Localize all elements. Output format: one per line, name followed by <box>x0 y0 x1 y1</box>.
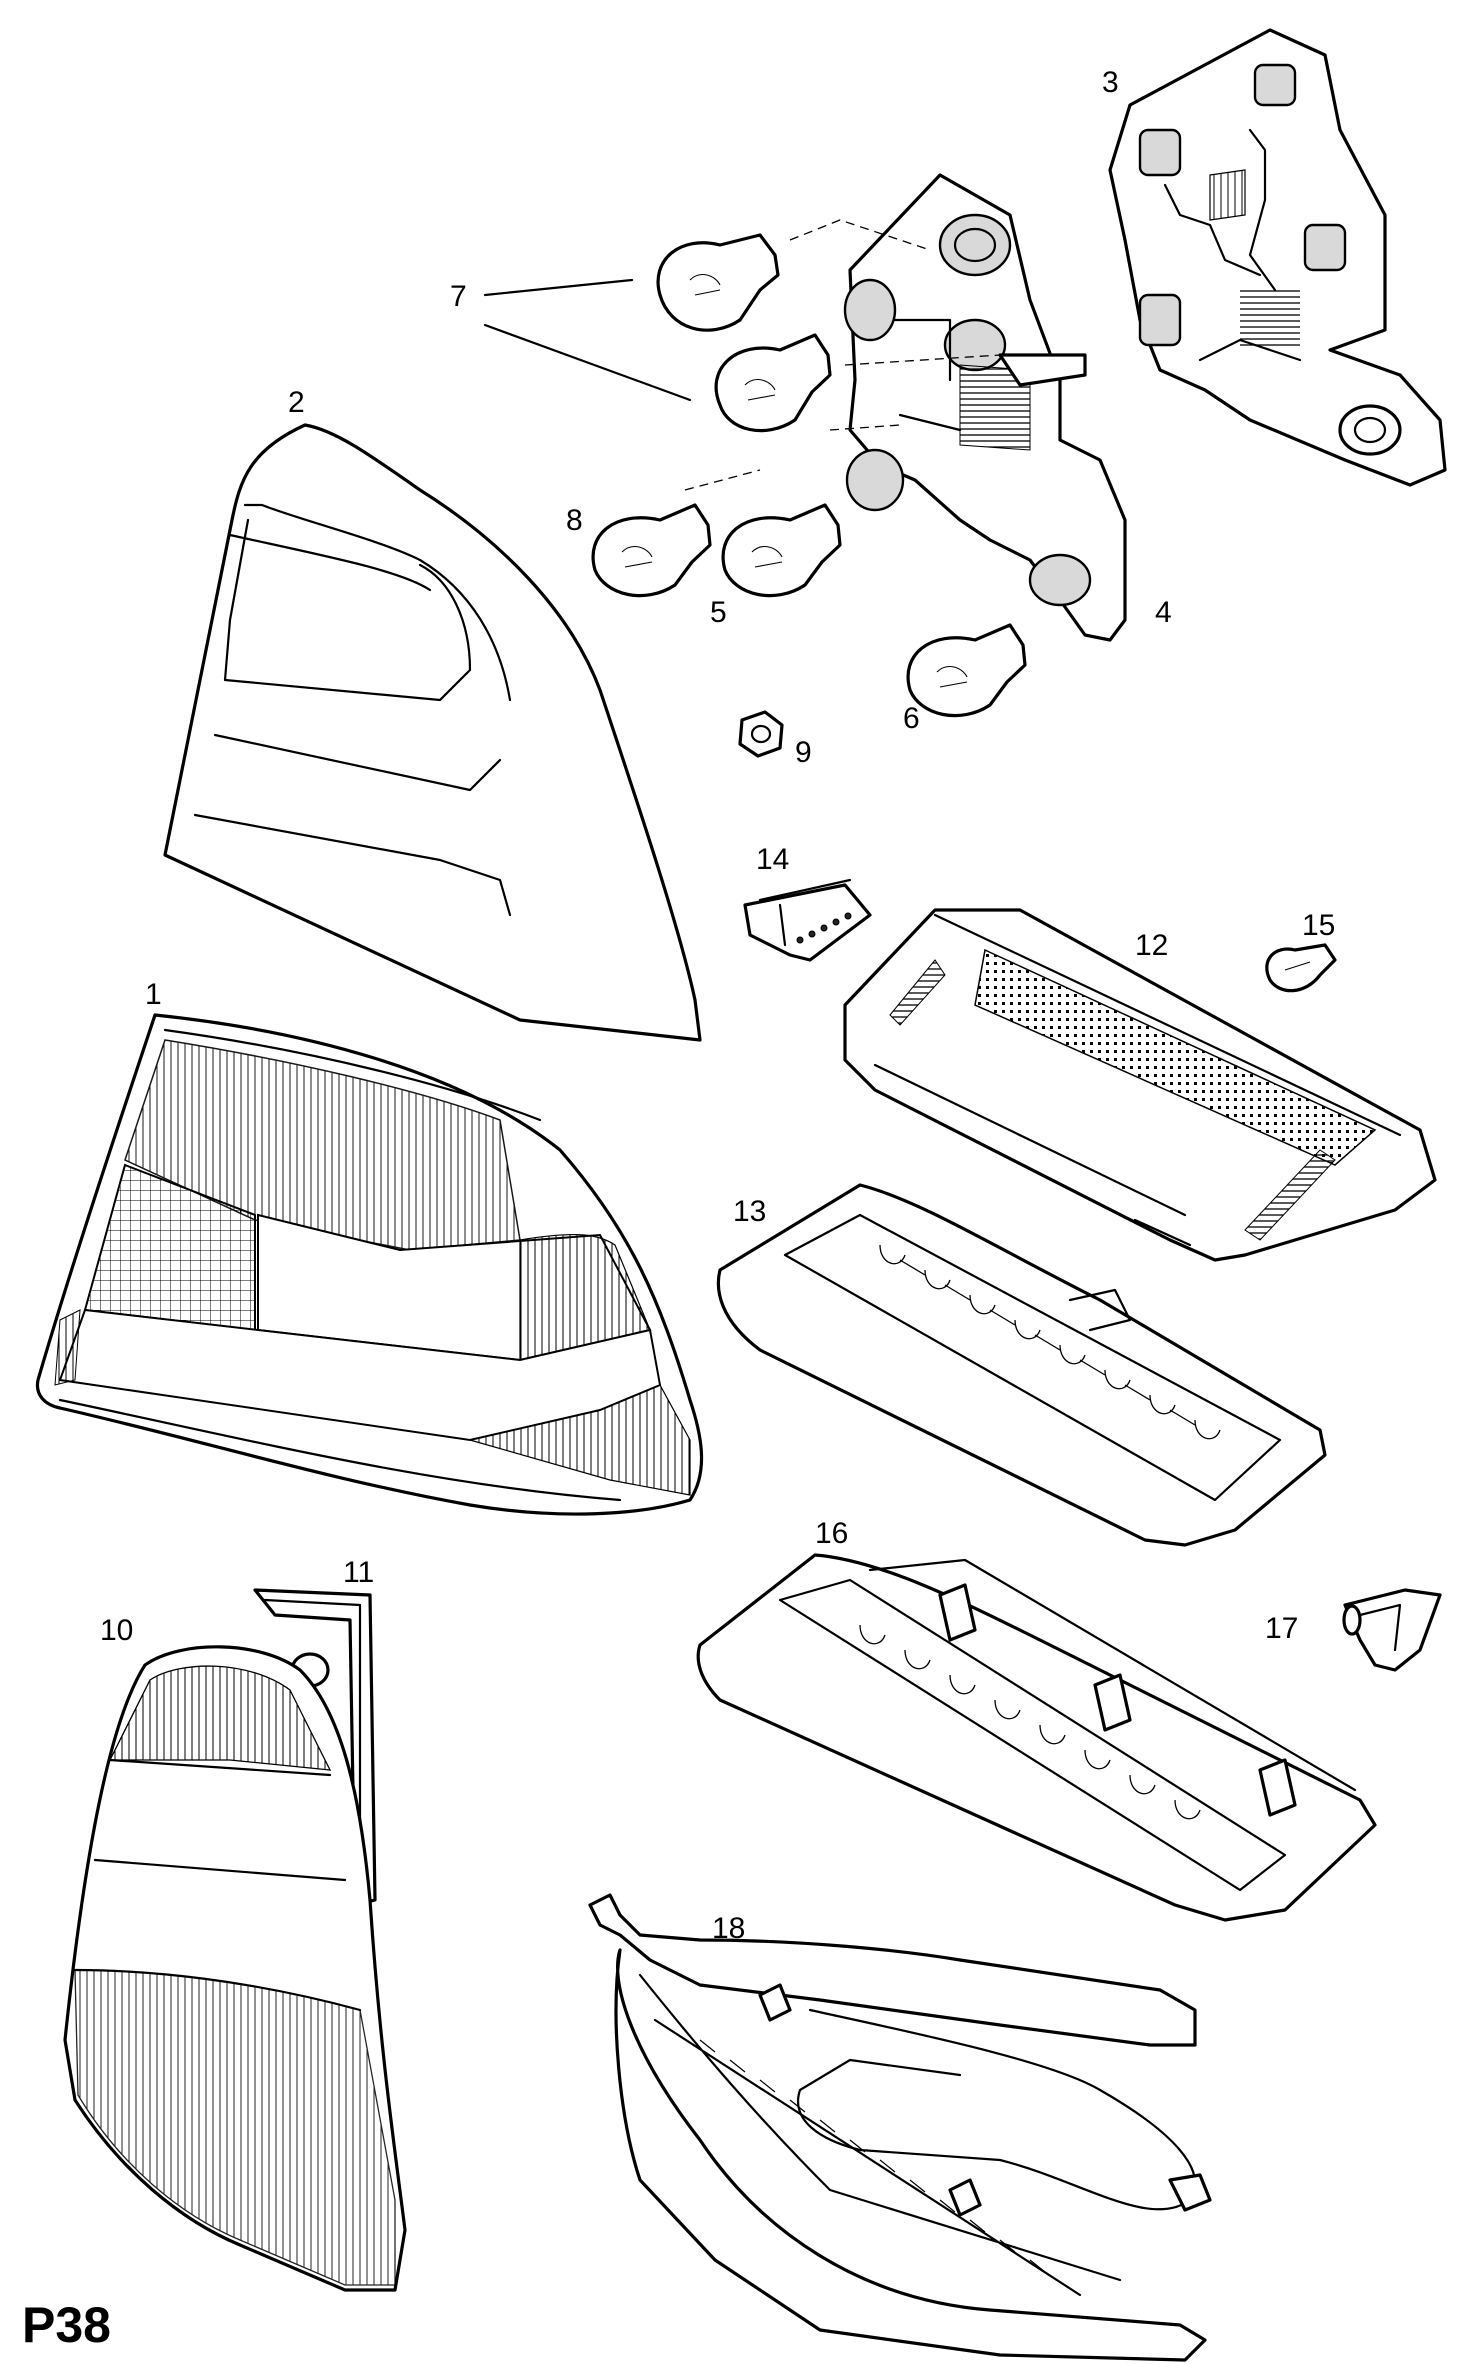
callout-10: 10 <box>100 1614 133 1647</box>
part-10-estate-lamp <box>63 1645 407 2292</box>
callout-11: 11 <box>343 1556 374 1589</box>
part-2-lamp-cover <box>163 423 702 1042</box>
part-12-brake-lamp-housing <box>843 908 1437 1262</box>
callout-13: 13 <box>733 1195 766 1228</box>
part-3-bulb-holder-plate <box>1108 28 1447 487</box>
bulb-5 <box>721 503 842 598</box>
callout-8: 8 <box>566 504 583 537</box>
callout-1: 1 <box>145 978 162 1011</box>
part-17-clip <box>1342 1588 1442 1672</box>
part-4-bulb-carrier <box>843 173 1127 642</box>
callout-17: 17 <box>1265 1612 1298 1645</box>
callout-12: 12 <box>1135 929 1168 962</box>
callout-2: 2 <box>288 386 305 419</box>
part-18-lamp-with-cable <box>588 1893 1212 2362</box>
bulb-7-lower <box>714 333 832 433</box>
part-16-lens-with-clips <box>696 1553 1377 1922</box>
leader-lines <box>483 278 692 402</box>
callout-6: 6 <box>903 702 920 735</box>
bulb-8 <box>591 503 712 598</box>
page-id: P38 <box>22 2297 111 2353</box>
part-1-tail-lamp <box>35 1013 704 1516</box>
callout-16: 16 <box>815 1517 848 1550</box>
bulb-6 <box>906 623 1027 718</box>
bulb-7-upper <box>656 233 780 332</box>
part-13-lens <box>716 1183 1327 1547</box>
callout-15: 15 <box>1302 909 1335 942</box>
part-15-wedge-bulb <box>1265 943 1337 993</box>
callout-3: 3 <box>1102 66 1119 99</box>
callout-7: 7 <box>450 280 467 313</box>
part-14-connector <box>743 878 872 962</box>
callout-4: 4 <box>1155 596 1172 629</box>
callout-labels: 1 2 3 4 5 6 7 8 9 10 11 12 13 14 15 16 1… <box>22 66 1335 2353</box>
callout-9: 9 <box>795 736 812 769</box>
callout-18: 18 <box>712 1912 745 1945</box>
callout-14: 14 <box>756 843 789 876</box>
part-9-nut <box>738 710 784 758</box>
callout-5: 5 <box>710 596 727 629</box>
